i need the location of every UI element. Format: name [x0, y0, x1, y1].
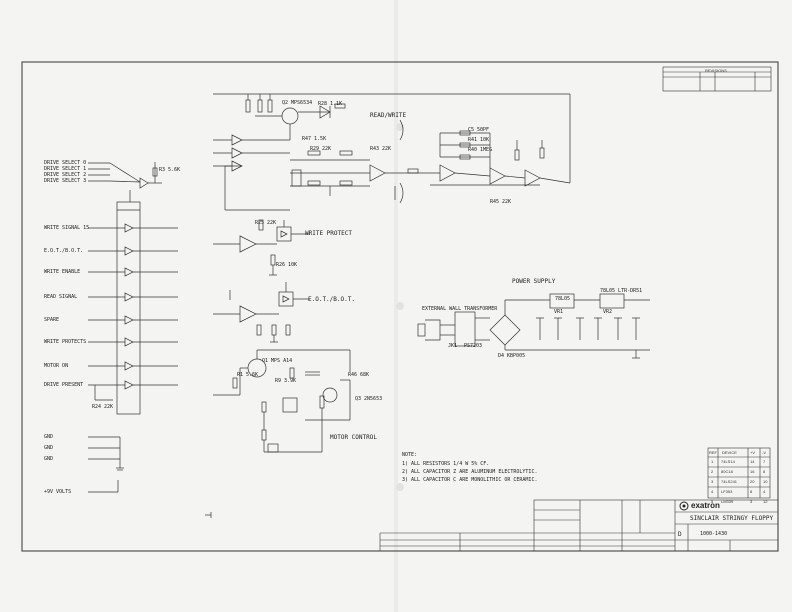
ic-table-header: DEVICE	[722, 450, 737, 455]
note-line: 2) ALL CAPACITOR Z ARE ALUMINUM ELECTROL…	[402, 469, 538, 475]
component-label: R9 3.9K	[275, 378, 297, 384]
power-supply-label: D4 KBP005	[498, 353, 526, 359]
signal-label: GND	[44, 445, 54, 451]
revisions-block	[662, 66, 772, 92]
ic-table-cell: 74LS241	[721, 479, 738, 484]
sheet-border	[21, 61, 779, 552]
ic-table-cell: 1	[711, 459, 714, 464]
signal-label: E.O.T./B.O.T.	[44, 248, 84, 254]
section-title-eot-bot: E.O.T./B.O.T.	[308, 296, 355, 303]
component-label: R28 1.1K	[318, 101, 343, 107]
exatron-logo	[679, 501, 689, 511]
ic-table-cell: 74LS14	[721, 459, 735, 464]
power-supply-label: EXTERNAL WALL TRANSFORMER	[422, 306, 498, 312]
component-label: Q2 MPS6534	[282, 100, 313, 106]
note-line: 3) ALL CAPACITOR C ARE MONOLITHIC OR CER…	[402, 477, 538, 483]
component-label: R45 22K	[490, 199, 512, 205]
component-label: R47 1.5K	[302, 136, 327, 142]
interface-buffer-block	[88, 162, 178, 493]
component-label: R25 22K	[255, 220, 277, 226]
component-label: R3 5.6K	[159, 167, 181, 173]
ic-table-cell: 12	[763, 499, 768, 504]
component-label: R40 1MEG	[468, 147, 493, 153]
component-label: R1 5.6K	[237, 372, 259, 378]
power-supply-label: VR1	[554, 309, 564, 315]
section-title-read-write: READ/WRITE	[370, 112, 407, 119]
signal-label: WRITE ENABLE	[44, 269, 81, 275]
component-label: Q1 MPS A14	[262, 358, 293, 364]
signal-label: DRIVE SELECT 1	[44, 166, 87, 172]
power-supply-label: 78L05 LTR-DR51	[600, 288, 643, 294]
signal-label: +9V VOLTS	[44, 489, 72, 495]
component-label: R43 22K	[370, 146, 392, 152]
signal-label: WRITE SIGNAL 15	[44, 225, 90, 231]
power-supply-circuit	[417, 293, 650, 359]
ic-table-header: -V	[762, 450, 766, 455]
note-line: 1) ALL RESISTORS 1/4 W 5% CF.	[402, 461, 490, 467]
note-line: NOTE:	[402, 452, 418, 458]
drawing-title: SINCLAIR STRINGY FLOPPY	[690, 515, 774, 522]
signal-label: GND	[44, 456, 54, 462]
power-supply-label: PS7203	[464, 343, 483, 349]
eot-bot-circuit	[213, 282, 310, 343]
ic-table-cell: 20	[750, 479, 755, 484]
component-label: R29 22K	[310, 146, 332, 152]
ic-table-cell: 2	[711, 469, 714, 474]
signal-label: DRIVE SELECT 2	[44, 172, 87, 178]
component-label: R46 68K	[348, 372, 370, 378]
motor-control-circuit	[213, 349, 351, 453]
title-block-grid	[379, 499, 779, 552]
component-label: R26 10K	[276, 262, 298, 268]
signal-label: DRIVE SELECT 0	[44, 160, 87, 166]
power-supply-label: 78L05	[555, 296, 571, 302]
signal-label: WRITE PROTECTS	[44, 339, 87, 345]
ic-table-cell: 10	[763, 479, 768, 484]
revisions-header: REVISIONS	[705, 68, 727, 73]
signal-label: DRIVE PRESENT	[44, 382, 84, 388]
signal-label: MOTOR ON	[44, 363, 69, 369]
ic-table-cell: 7	[763, 459, 766, 464]
component-label: R41 10K	[468, 137, 490, 143]
section-title-write-protect: WRITE PROTECT	[305, 230, 352, 237]
ic-table-cell: 3	[750, 499, 753, 504]
component-label: C5 50PF	[468, 127, 490, 133]
ic-table-grid	[707, 447, 771, 499]
signal-label: DRIVE SELECT 3	[44, 178, 87, 184]
drawing-size: D	[678, 531, 682, 538]
ic-table-cell: 3	[711, 479, 714, 484]
ic-table-cell: 8	[763, 469, 766, 474]
power-supply-label: VR2	[603, 309, 613, 315]
ic-table-cell: 80C18	[721, 469, 733, 474]
write-protect-circuit	[213, 209, 310, 276]
signal-label: SPARE	[44, 317, 60, 323]
ic-table-header: +V	[750, 450, 756, 455]
ic-table-cell: 8	[750, 489, 753, 494]
ic-table-cell: 5	[711, 499, 714, 504]
component-label: Q3 2N5653	[355, 396, 383, 402]
ic-table-cell: LM339	[721, 499, 734, 504]
read-write-circuit	[213, 93, 571, 210]
ic-table-cell: 16	[750, 469, 755, 474]
ic-table-cell: 14	[750, 459, 755, 464]
ic-table-cell: LF353	[721, 489, 733, 494]
component-label: R24 22K	[92, 404, 114, 410]
section-title-power-supply: POWER SUPPLY	[512, 278, 556, 285]
ic-table-header: REF	[709, 450, 717, 455]
section-title-motor-control: MOTOR CONTROL	[330, 434, 377, 441]
drawing-number: 1000-1430	[700, 531, 728, 537]
ic-table-cell: 4	[711, 489, 714, 494]
signal-label: READ SIGNAL	[44, 294, 78, 300]
ic-table-cell: 4	[763, 489, 766, 494]
signal-label: GND	[44, 434, 54, 440]
company-name: exatron	[691, 501, 720, 510]
power-supply-label: JK1	[448, 343, 458, 349]
